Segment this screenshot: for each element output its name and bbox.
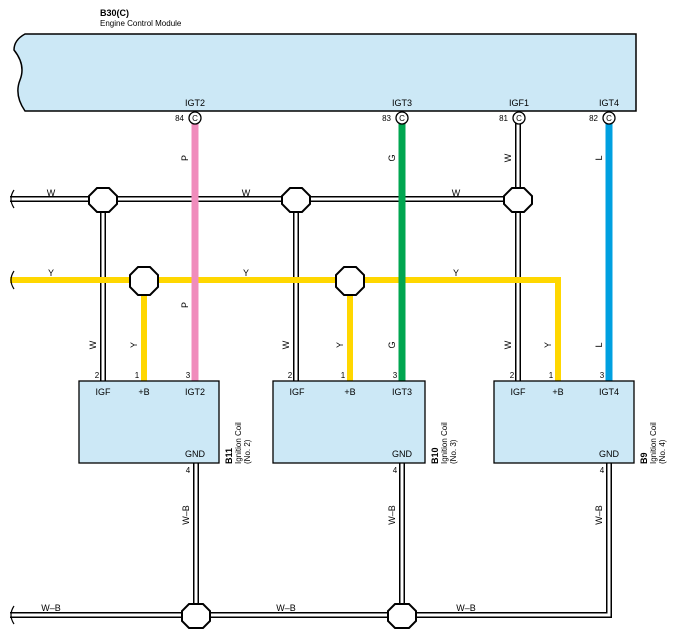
wire-break-marks [10,189,15,625]
ecm-connector-code: B30(C) [100,8,129,18]
white-vertical-wires [100,120,521,381]
coil-pin-num-igt: 3 [393,371,398,380]
svg-text:C: C [516,114,522,123]
wire-label-wb-1: W–B [41,603,61,613]
ecm-pin-num-84: 84 [175,114,184,123]
splice-ground-2 [387,603,417,629]
coil-code: B11 [224,448,234,464]
wire-label-w-v1: W [88,340,98,349]
splice-points [88,187,533,629]
splice-ground-1 [181,603,211,629]
coil-term-plus: +B [138,387,149,397]
wire-label-y-3: Y [453,268,459,278]
wire-label-g-top: G [387,154,397,161]
wire-label-w-v3: W [503,153,513,162]
coil-number: (No. 3) [449,439,458,464]
coil-code: B10 [430,447,440,464]
coil-term-igf: IGF [290,387,306,397]
ecm-pin-circle-84 [188,111,202,125]
wire-label-y-v3: Y [543,342,553,348]
ecm-pin-num-83: 83 [382,114,391,123]
coil-pin-num-igf: 2 [510,371,515,380]
coil-name: Ignition Coil [440,422,449,464]
svg-text:C: C [192,114,198,123]
wire-label-p-top: P [180,155,190,161]
svg-text:C: C [606,114,612,123]
wire-label-p-mid: P [180,302,190,308]
coil-term-igf: IGF [96,387,112,397]
ecm-pin-label-igt4: IGT4 [599,98,619,108]
splice-white-1 [88,187,118,213]
wire-label-y-2: Y [243,268,249,278]
coil-pin-num-gnd: 4 [600,466,605,475]
coil-block [78,380,220,464]
coil-code: B9 [639,452,649,464]
ecm-pin-circle-83 [395,111,409,125]
coil-pin-num-plus: 1 [341,371,346,380]
yellow-bus-wire [10,277,561,381]
coil-term-igt: IGT4 [599,387,619,397]
coil-block [272,380,426,464]
coil-term-gnd: GND [599,449,620,459]
wire-label-y-v1: Y [129,342,139,348]
ignition-coil-b10: 2 1 3 IGF +B IGT3 GND 4 B10 Ignition Coi… [272,371,458,475]
splice-yellow-2 [335,266,365,296]
ecm-pin-circle-81 [512,111,526,125]
coil-pin-num-plus: 1 [135,371,140,380]
splice-white-2 [281,187,311,213]
coil-term-gnd: GND [185,449,206,459]
coil-block [493,380,635,464]
coil-name: Ignition Coil [234,422,243,464]
wire-label-wb-2: W–B [276,603,296,613]
splice-yellow-1 [129,266,159,296]
coil-pin-num-gnd: 4 [393,466,398,475]
wire-label-wb-v1: W–B [181,505,191,525]
wire-label-l-bottom: L [594,342,604,347]
ecm-pin-circle-82 [602,111,616,125]
coil-term-igt: IGT3 [392,387,412,397]
wire-label-w-2: W [242,188,251,198]
wire-label-wb-v3: W–B [594,505,604,525]
wire-label-y-v2: Y [335,342,345,348]
coil-pin-num-igt: 3 [600,371,605,380]
coil-pin-num-igf: 2 [95,371,100,380]
wire-label-wb-3: W–B [456,603,476,613]
coil-pin-num-igt: 3 [186,371,191,380]
coil-number: (No. 4) [658,439,667,464]
ecm-pin-num-82: 82 [589,114,598,123]
ecm-pin-label-igt2: IGT2 [185,98,205,108]
wire-label-w-v4: W [503,340,513,349]
wire-label-w-3: W [452,188,461,198]
ecm-pin-label-igf1: IGF1 [509,98,529,108]
coil-term-plus: +B [552,387,563,397]
ecm-pin-label-igt3: IGT3 [392,98,412,108]
ecm-pin-connectors: C C C C [188,111,616,125]
wire-label-l-top: L [594,155,604,160]
ecm-block [13,33,637,112]
splice-white-3 [503,187,533,213]
wire-label-y-1: Y [48,268,54,278]
ignition-coil-b11: 2 1 3 IGF +B IGT2 GND 4 B11 Ignition Coi… [78,371,252,475]
svg-text:C: C [399,114,405,123]
ecm-name: Engine Control Module [100,19,182,28]
wire-label-w-v2: W [281,340,291,349]
coil-term-igt: IGT2 [185,387,205,397]
coil-pin-num-igf: 2 [288,371,293,380]
coil-number: (No. 2) [243,439,252,464]
coil-term-igf: IGF [511,387,527,397]
coil-pin-num-gnd: 4 [186,466,191,475]
coil-name: Ignition Coil [649,422,658,464]
ecm-pin-num-81: 81 [499,114,508,123]
ignition-coil-b9: 2 1 3 IGF +B IGT4 GND 4 B9 Ignition Coil… [493,371,667,475]
wire-label-w-1: W [47,188,56,198]
coil-term-gnd: GND [392,449,413,459]
coil-pin-num-plus: 1 [549,371,554,380]
wire-label-g-bottom: G [387,341,397,348]
wire-label-wb-v2: W–B [387,505,397,525]
ground-wires [10,463,612,618]
coil-term-plus: +B [344,387,355,397]
